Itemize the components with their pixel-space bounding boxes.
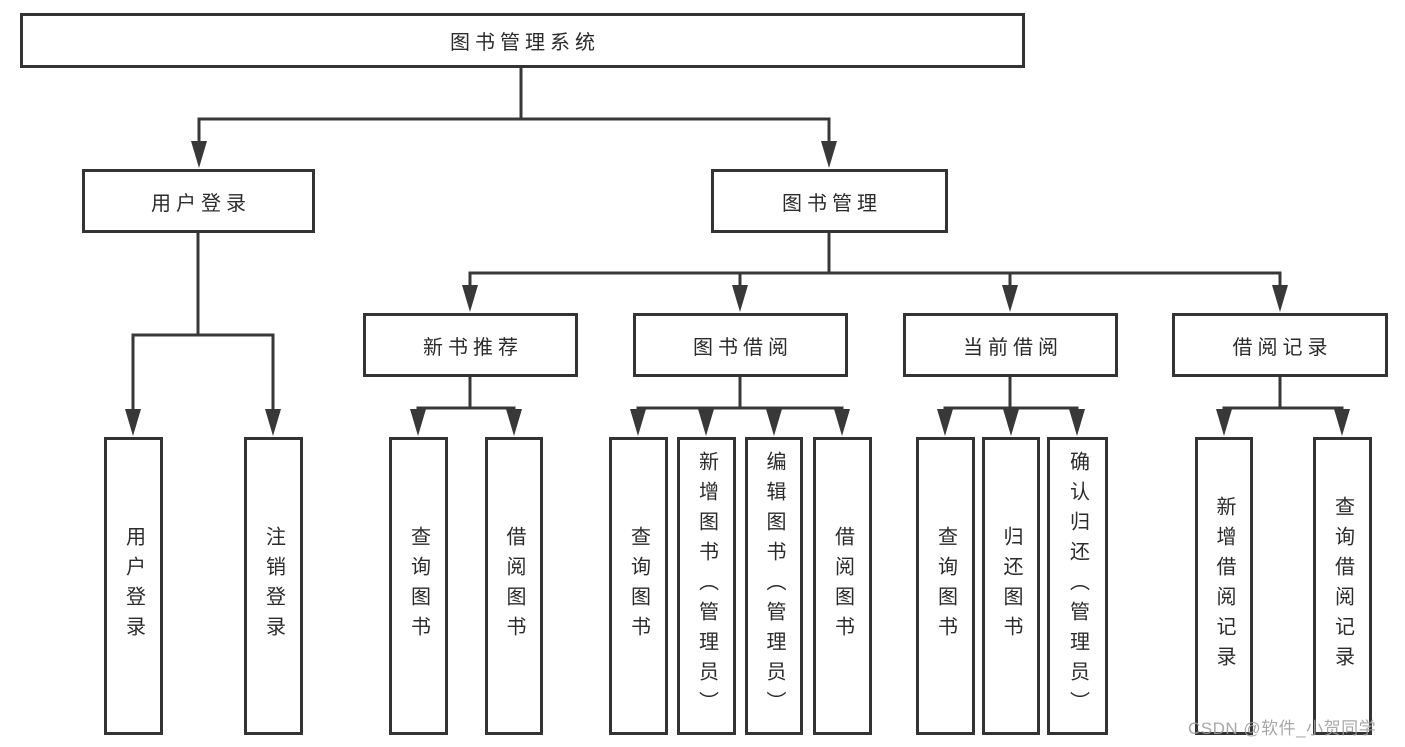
arrowhead xyxy=(834,409,850,436)
node-return-books: 归还图书 xyxy=(982,437,1040,735)
node-current-borrowing: 当前借阅 xyxy=(903,313,1118,377)
node-book-management: 图书管理 xyxy=(711,169,948,233)
node-label: 图书管理系统 xyxy=(450,32,600,54)
node-confirm-return-admin: 确认归还（管理员） xyxy=(1047,437,1108,735)
arrowhead xyxy=(937,409,953,436)
arrowhead xyxy=(1216,409,1232,436)
connector-current-borrow-split xyxy=(943,375,1079,414)
arrowhead xyxy=(462,285,478,312)
node-query-borrow-record: 查询借阅记录 xyxy=(1313,437,1372,735)
watermark: CSDN @软件_小贺同学 xyxy=(1188,719,1377,738)
node-label: 当前借阅 xyxy=(963,336,1063,359)
node-borrow-books-2: 借阅图书 xyxy=(813,437,872,735)
node-label: 编辑图书（管理员） xyxy=(763,451,785,721)
arrowhead xyxy=(125,409,141,436)
arrowhead xyxy=(766,409,782,436)
node-label: 查询图书 xyxy=(934,526,957,646)
arrowhead xyxy=(630,409,646,436)
arrowhead xyxy=(1069,409,1085,436)
connector-borrow-record-split xyxy=(1222,375,1344,414)
arrowhead xyxy=(732,285,748,312)
node-label: 注销登录 xyxy=(262,526,285,646)
node-user-login-leaf: 用户登录 xyxy=(104,437,163,735)
node-label: 新书推荐 xyxy=(423,336,523,359)
connector-book-mgmt-split xyxy=(468,231,1282,291)
node-label: 用户登录 xyxy=(122,526,145,646)
arrowhead xyxy=(1334,409,1350,436)
arrowhead xyxy=(410,409,426,436)
node-edit-books-admin: 编辑图书（管理员） xyxy=(745,437,803,735)
node-query-books-3: 查询图书 xyxy=(916,437,975,735)
node-label: 借阅记录 xyxy=(1232,336,1333,359)
arrowhead xyxy=(265,409,281,436)
arrowhead xyxy=(191,141,207,168)
node-new-book-recommend: 新书推荐 xyxy=(363,313,578,377)
connector-user-login-split xyxy=(131,231,275,414)
node-library-management-system: 图书管理系统 xyxy=(20,13,1025,68)
node-label: 新增图书（管理员） xyxy=(695,451,718,721)
node-label: 借阅图书 xyxy=(831,526,854,646)
node-book-borrowing: 图书借阅 xyxy=(633,313,848,377)
node-label: 用户登录 xyxy=(151,192,251,215)
arrowheads xyxy=(125,141,1350,436)
arrowhead xyxy=(1002,285,1018,312)
connector-new-book-split xyxy=(416,375,516,414)
node-label: 图书管理 xyxy=(782,192,882,215)
connector-root-split xyxy=(197,66,831,147)
node-label: 确认归还（管理员） xyxy=(1066,451,1089,721)
node-label: 图书借阅 xyxy=(693,336,793,359)
node-label: 查询借阅记录 xyxy=(1331,496,1354,676)
node-label: 归还图书 xyxy=(1000,526,1022,646)
connector-book-borrow-split xyxy=(636,375,844,414)
node-label: 查询图书 xyxy=(627,526,650,646)
arrowhead xyxy=(821,141,837,168)
arrowhead xyxy=(1003,409,1019,436)
node-label: 新增借阅记录 xyxy=(1213,496,1235,676)
arrowhead xyxy=(1272,285,1288,312)
node-borrow-records: 借阅记录 xyxy=(1172,313,1388,377)
node-add-borrow-record: 新增借阅记录 xyxy=(1195,437,1253,735)
node-label: 查询图书 xyxy=(407,526,430,646)
node-borrow-books-1: 借阅图书 xyxy=(485,437,543,735)
node-query-books-1: 查询图书 xyxy=(389,437,448,735)
arrowhead xyxy=(698,409,714,436)
node-logout: 注销登录 xyxy=(244,437,303,735)
node-add-books-admin: 新增图书（管理员） xyxy=(677,437,736,735)
arrowhead xyxy=(506,409,522,436)
node-label: 借阅图书 xyxy=(503,526,525,646)
node-query-books-2: 查询图书 xyxy=(609,437,668,735)
node-user-login: 用户登录 xyxy=(82,169,315,233)
